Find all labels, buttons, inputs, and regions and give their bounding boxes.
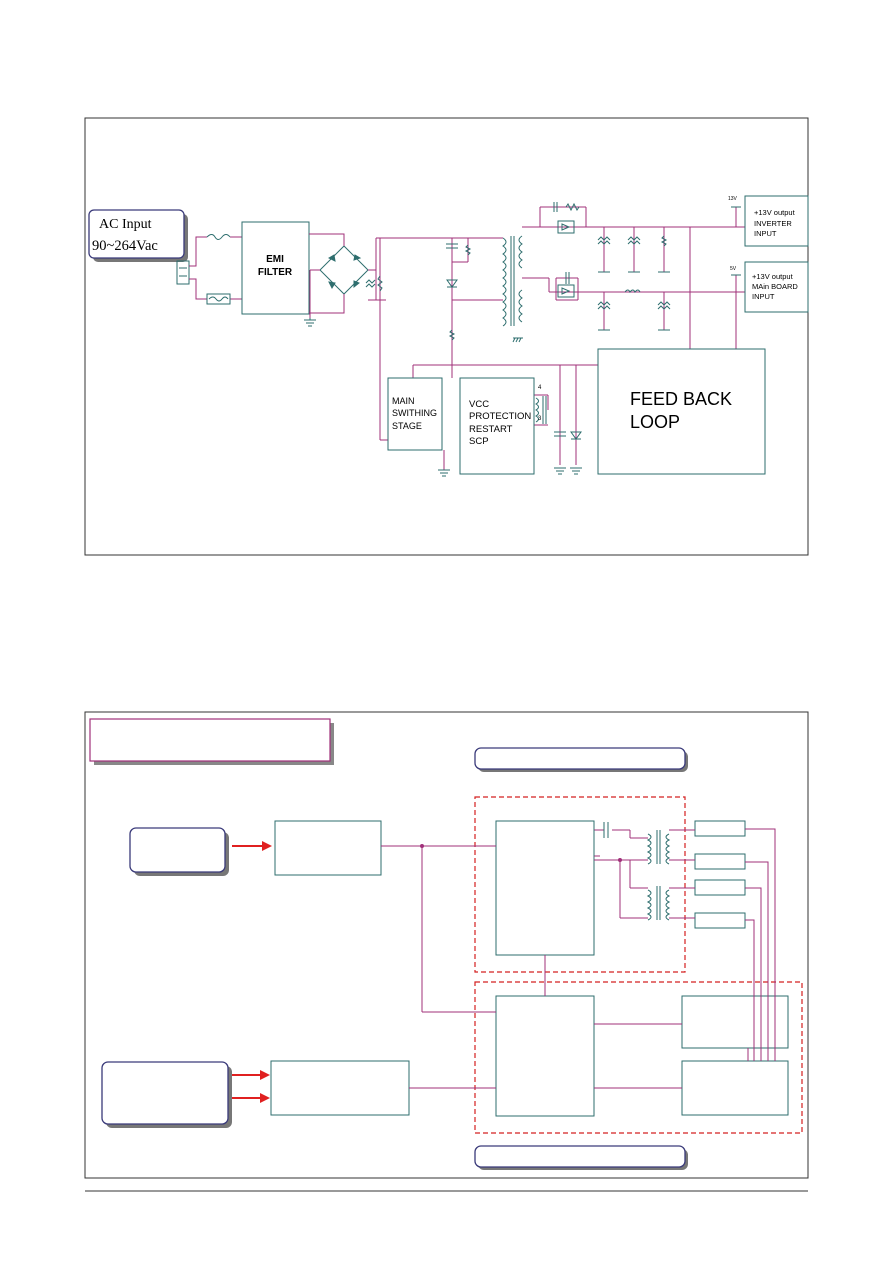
input-arrows xyxy=(232,841,272,1103)
transformer-icon xyxy=(646,830,671,865)
input-callout-1 xyxy=(129,827,229,876)
block-output-upper xyxy=(681,995,789,1049)
rail-13v-label: 13V xyxy=(728,196,738,202)
bulk-capacitor-icon xyxy=(365,275,383,292)
rectifier-wiring xyxy=(309,233,503,441)
block-wiring xyxy=(381,828,776,1089)
feedback-line1: FEED BACK xyxy=(630,389,732,409)
block-diagram-frame xyxy=(84,711,809,1179)
feedback-line2: LOOP xyxy=(630,412,680,432)
output-mainboard-box: +13V output MAin BOARD INPUT xyxy=(744,261,809,313)
out2-line2: MAin BOARD xyxy=(752,282,798,291)
msw-line3: STAGE xyxy=(392,421,422,431)
snubber-components xyxy=(446,243,472,341)
emi-filter-block: EMI FILTER xyxy=(241,221,310,315)
control-wiring xyxy=(412,364,598,470)
secondary-wiring xyxy=(522,206,745,349)
block-controller xyxy=(495,995,595,1117)
out1-line3: INPUT xyxy=(754,229,777,238)
out-box-1 xyxy=(694,820,746,837)
bridge-rectifier xyxy=(319,245,369,295)
out1-line1: +13V output xyxy=(754,208,796,217)
msw-line1: MAIN xyxy=(392,396,415,406)
ac-connector xyxy=(176,260,190,285)
block-input-2 xyxy=(270,1060,410,1116)
out2-line1: +13V output xyxy=(752,272,794,281)
transformer-icon xyxy=(646,886,671,921)
vcc-line2: PROTECTION xyxy=(469,411,531,422)
msw-line2: SWITHING xyxy=(392,408,437,418)
output-inverter-box: +13V output INVERTER INPUT xyxy=(744,195,809,247)
dashed-group-bottom xyxy=(474,981,803,1134)
bottom-pill-callout xyxy=(474,1145,688,1170)
out2-line3: INPUT xyxy=(752,292,775,301)
thermistor-icon xyxy=(206,293,231,305)
input-callout-2 xyxy=(101,1061,232,1128)
vcc-line4: SCP xyxy=(469,436,489,447)
transformer-icon xyxy=(502,235,523,343)
control-components xyxy=(438,396,582,477)
out-box-4 xyxy=(694,912,746,929)
main-switching-block: MAIN SWITHING STAGE xyxy=(387,377,443,451)
vcc-line1: VCC xyxy=(469,399,489,410)
header-callout xyxy=(89,718,334,765)
feedback-loop-block: FEED BACK LOOP xyxy=(597,348,766,475)
vcc-protection-block: VCC PROTECTION RESTART SCP xyxy=(459,377,535,475)
power-schematic-panel: AC Input 90~264Vac EMI FILTER xyxy=(84,117,809,556)
input-wiring xyxy=(189,236,242,300)
vcc-line3: RESTART xyxy=(469,424,513,435)
ac-input-line2: 90~264Vac xyxy=(92,238,158,254)
rail-5v-label: 5V xyxy=(730,266,737,272)
ground-icon xyxy=(304,318,316,327)
junction-dot xyxy=(420,844,424,848)
coupling-capacitor-icon xyxy=(593,822,609,856)
dashed-group-top xyxy=(474,796,686,973)
schematic-frame xyxy=(84,117,809,556)
snubber-branch xyxy=(451,238,503,378)
block-filter xyxy=(274,820,382,876)
emi-label-2: FILTER xyxy=(258,267,293,278)
out-box-2 xyxy=(694,853,746,870)
top-pill-callout xyxy=(474,747,688,772)
block-output-lower xyxy=(681,1060,789,1116)
secondary-components xyxy=(553,202,741,331)
pin-4-label: 4 xyxy=(538,385,542,391)
ac-input-callout: AC Input 90~264Vac xyxy=(88,209,188,262)
pin-3-label: 3 xyxy=(538,416,542,422)
block-converter xyxy=(495,820,595,956)
emi-label-1: EMI xyxy=(266,254,284,265)
block-diagram-panel xyxy=(84,711,809,1179)
out1-line2: INVERTER xyxy=(754,219,792,228)
out-box-3 xyxy=(694,879,746,896)
ac-input-line1: AC Input xyxy=(99,217,152,232)
junction-dot xyxy=(618,858,622,862)
fuse-icon xyxy=(206,234,231,240)
